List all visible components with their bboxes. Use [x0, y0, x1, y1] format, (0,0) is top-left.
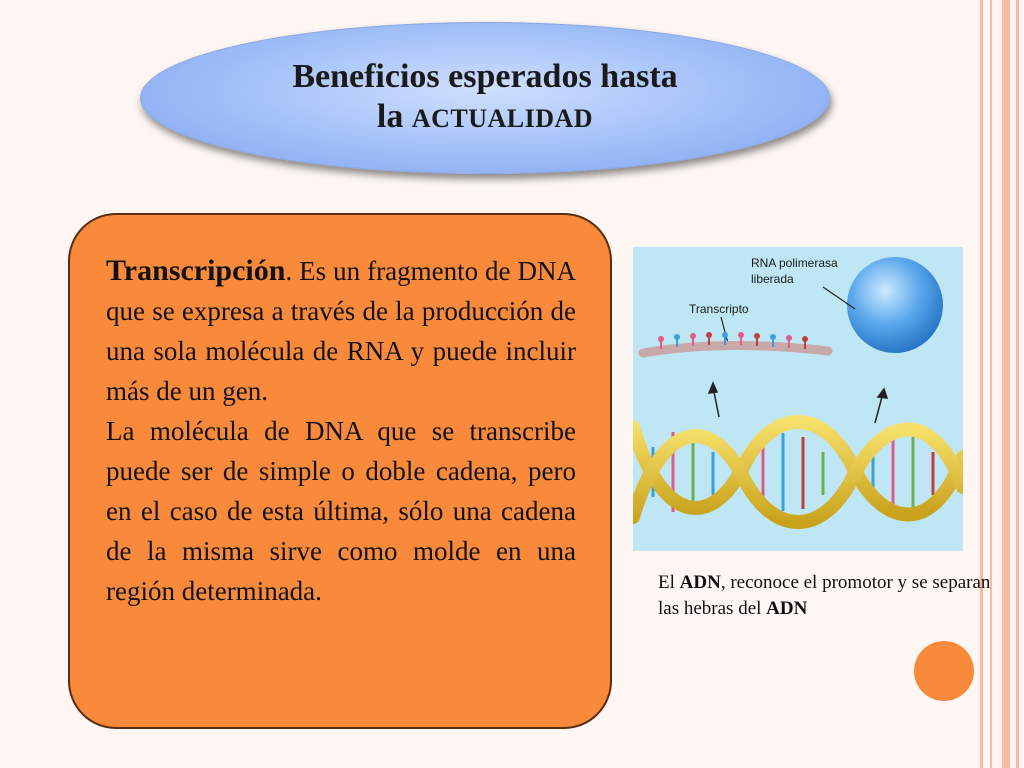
dna-base-pairs — [651, 432, 935, 512]
caption-part-1: El — [658, 572, 680, 593]
caption-bold-1: ADN — [679, 572, 721, 593]
transcript-strand — [638, 340, 833, 358]
title-ellipse: Beneficios esperados hasta la ACTUALIDAD — [140, 22, 830, 174]
caption-part-2: , reconoce el promotor y se separan las … — [658, 572, 991, 619]
dna-strand-back — [626, 415, 970, 522]
label-polymerase-line-1: RNA polimerasa — [751, 256, 838, 270]
paragraph-1-body: Es un fragmento de DNA que se expresa a … — [106, 256, 576, 406]
rna-polymerase-sphere — [847, 257, 943, 353]
paragraph-2: La molécula de DNA que se transcribe pue… — [106, 416, 576, 606]
term-suffix: . — [285, 256, 293, 286]
arrows — [707, 381, 889, 424]
caption-bold-2: ADN — [766, 598, 808, 619]
label-transcript: Transcripto — [689, 302, 749, 316]
title-line-2-prefix: la — [376, 98, 404, 135]
figure-caption: El ADN, reconoce el promotor y se separa… — [658, 570, 1003, 622]
paragraph-1: Transcripción. Es un fragmento de DNA qu… — [106, 251, 576, 411]
dna-strand-front — [626, 422, 970, 529]
term-transcripcion: Transcripción — [106, 254, 286, 287]
dna-transcription-illustration: RNA polimerasa liberada Transcripto — [626, 247, 970, 551]
transcript-nucleotides — [658, 332, 808, 349]
edge-stripes — [976, 0, 1024, 768]
pointer-polymerase — [822, 286, 856, 310]
decorative-circle — [914, 641, 974, 701]
title-line-2-caps: ACTUALIDAD — [411, 104, 594, 133]
label-polymerase-line-2: liberada — [751, 272, 794, 286]
title-line-1: Beneficios esperados hasta — [292, 58, 678, 95]
definition-box: Transcripción. Es un fragmento de DNA qu… — [68, 213, 612, 729]
title-line-2: la ACTUALIDAD — [377, 97, 593, 139]
